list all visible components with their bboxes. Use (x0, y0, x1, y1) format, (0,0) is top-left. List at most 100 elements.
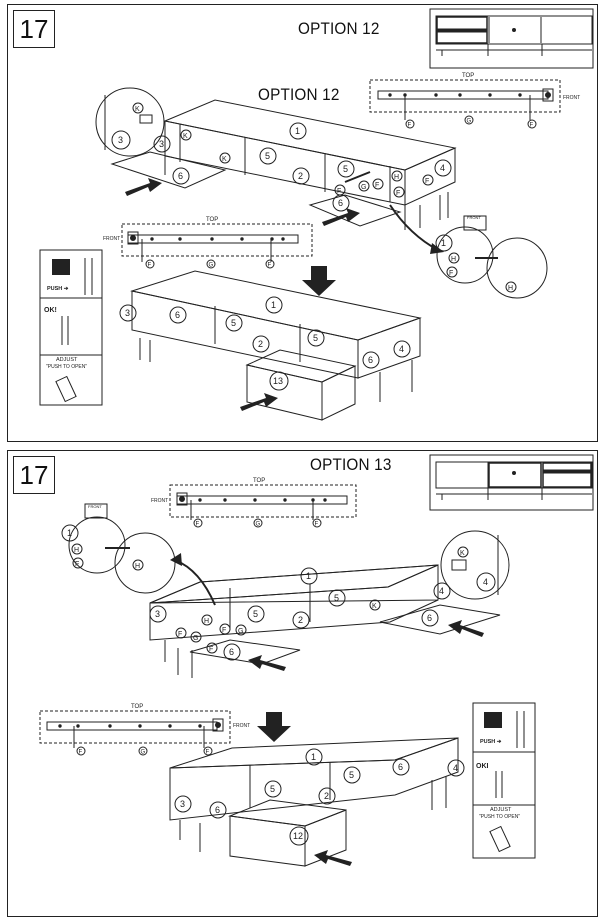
option-header: OPTION 12 (298, 19, 380, 38)
svg-text:K: K (372, 603, 377, 610)
svg-text:TOP: TOP (253, 478, 265, 484)
svg-text:FRONT: FRONT (151, 498, 168, 504)
thumbnail-unit-p2 (429, 454, 594, 511)
svg-text:3: 3 (118, 135, 123, 145)
detail-slide-left-p2: 1 H F H FRONT (61, 503, 216, 606)
svg-text:6: 6 (368, 355, 373, 365)
svg-text:F: F (268, 263, 272, 269)
step-panel-option-13: 17 OPTION 13 (7, 450, 598, 917)
svg-text:K: K (135, 106, 140, 113)
svg-text:F: F (425, 178, 429, 185)
svg-text:OK!: OK! (44, 307, 57, 314)
svg-text:F: F (408, 123, 412, 129)
svg-text:5: 5 (349, 770, 354, 780)
rail-front-label: FRONT (563, 95, 580, 101)
option-header: OPTION 13 (310, 455, 392, 474)
svg-text:3: 3 (125, 308, 130, 318)
push-arrows-p2 (248, 620, 484, 866)
svg-text:F: F (209, 646, 213, 653)
svg-text:5: 5 (231, 318, 236, 328)
svg-text:G: G (209, 263, 214, 269)
svg-text:6: 6 (178, 171, 183, 181)
svg-text:5: 5 (334, 593, 339, 603)
svg-text:3: 3 (155, 609, 160, 619)
slide-parts-p1: G F H F F F (334, 170, 444, 254)
svg-text:F: F (449, 270, 453, 277)
svg-text:H: H (394, 174, 399, 181)
svg-text:"PUSH TO OPEN": "PUSH TO OPEN" (479, 814, 520, 820)
svg-text:K: K (460, 550, 465, 557)
svg-text:FRONT: FRONT (88, 504, 102, 509)
svg-text:2: 2 (324, 791, 329, 801)
callouts-upper-p2: 1 5 2 5 3 4 6 6 K H F G G F F (149, 567, 451, 661)
svg-text:F: F (530, 123, 534, 129)
rail-top-label: TOP (462, 73, 474, 79)
svg-text:1: 1 (441, 238, 446, 248)
svg-text:F: F (396, 190, 400, 197)
svg-text:3: 3 (180, 799, 185, 809)
svg-text:F: F (222, 627, 226, 634)
svg-text:3: 3 (159, 139, 164, 149)
detail-slide-right-p1: 1 H F H FRONT (435, 215, 548, 299)
svg-text:6: 6 (338, 198, 343, 208)
svg-text:4: 4 (440, 163, 445, 173)
svg-text:G: G (238, 628, 243, 635)
svg-text:12: 12 (293, 831, 303, 841)
svg-text:G: G (361, 184, 366, 191)
detail-hinge-right-p2: K 4 (440, 530, 510, 600)
svg-text:H: H (74, 547, 79, 554)
svg-text:13: 13 (273, 376, 283, 386)
svg-text:F: F (75, 561, 79, 568)
option-title: OPTION 12 (258, 85, 340, 104)
svg-text:1: 1 (306, 571, 311, 581)
push-to-open-box-p1: PUSH ➔ OK! ADJUST "PUSH TO OPEN" (39, 249, 103, 406)
svg-text:6: 6 (398, 762, 403, 772)
svg-text:5: 5 (270, 784, 275, 794)
svg-text:G: G (141, 750, 146, 756)
step-number: 17 (13, 10, 55, 48)
callouts-lower-p1: 1 5 2 5 3 6 6 4 13 (119, 296, 411, 391)
svg-text:F: F (375, 182, 379, 189)
svg-text:G: G (193, 635, 198, 642)
svg-text:H: H (135, 563, 140, 570)
svg-text:ADJUST: ADJUST (490, 807, 512, 813)
svg-text:6: 6 (175, 310, 180, 320)
svg-text:F: F (79, 750, 83, 756)
svg-text:F: F (315, 522, 319, 528)
svg-text:PUSH ➔: PUSH ➔ (480, 739, 502, 745)
svg-text:H: H (451, 256, 456, 263)
svg-text:ADJUST: ADJUST (56, 357, 78, 363)
rail-diagram-left: TOP FRONT F G F (103, 217, 313, 269)
push-to-open-box-p2: PUSH ➔ OKI ADJUST "PUSH TO OPEN" (472, 702, 536, 859)
cabinet-lower-p2 (169, 737, 459, 867)
svg-text:5: 5 (313, 333, 318, 343)
svg-text:4: 4 (453, 763, 458, 773)
svg-text:TOP: TOP (131, 704, 143, 710)
svg-text:FRONT: FRONT (467, 215, 481, 220)
svg-text:1: 1 (295, 126, 300, 136)
cabinet-upper-p2 (149, 564, 501, 678)
svg-text:1: 1 (311, 752, 316, 762)
callouts-upper-p1: 1 5 2 5 3 4 6 6 3 K K K (111, 102, 452, 212)
svg-text:6: 6 (427, 613, 432, 623)
down-arrow-p1 (302, 266, 336, 296)
svg-text:TOP: TOP (206, 217, 218, 223)
svg-text:G: G (467, 119, 472, 125)
svg-text:6: 6 (229, 647, 234, 657)
callouts-lower-p2: 1 5 2 5 3 4 6 6 12 (174, 748, 465, 846)
svg-text:G: G (256, 522, 261, 528)
step-panel-option-12: 17 OPTION 12 OPTION 12 (7, 4, 598, 442)
svg-text:H: H (204, 618, 209, 625)
svg-text:5: 5 (343, 164, 348, 174)
detail-hinge-left-p1 (95, 87, 165, 157)
svg-text:FRONT: FRONT (233, 723, 250, 729)
svg-text:PUSH ➔: PUSH ➔ (47, 286, 69, 292)
svg-text:FRONT: FRONT (103, 236, 120, 242)
svg-text:2: 2 (258, 339, 263, 349)
svg-text:"PUSH TO OPEN": "PUSH TO OPEN" (46, 364, 87, 370)
svg-text:F: F (196, 522, 200, 528)
svg-text:K: K (222, 156, 227, 163)
svg-text:F: F (148, 263, 152, 269)
down-arrow-p2 (257, 712, 291, 742)
